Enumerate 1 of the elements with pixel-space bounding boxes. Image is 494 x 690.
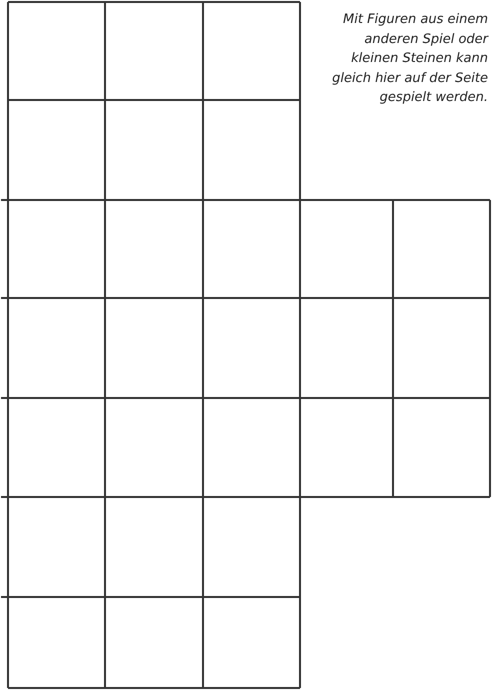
note-text: Mit Figuren aus einem anderen Spiel oder kleinen Steinen kann gleich hier auf der Seite gespielt werden. [331,11,488,107]
